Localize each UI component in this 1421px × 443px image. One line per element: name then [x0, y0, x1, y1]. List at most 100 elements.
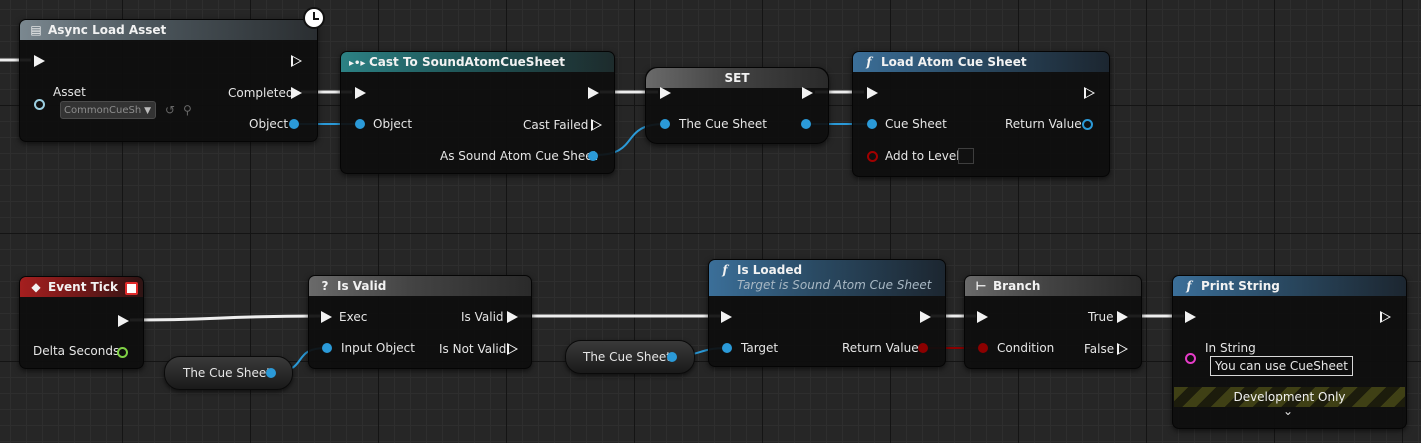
asset-picker-value: CommonCueSh	[64, 105, 142, 116]
in-string-pin[interactable]	[1185, 353, 1196, 364]
node-header: f Print String	[1173, 276, 1406, 296]
asset-pin[interactable]	[34, 99, 45, 110]
node-header: SET	[646, 68, 828, 88]
node-header: ?Is Valid	[309, 276, 531, 296]
in-string-field[interactable]: You can use CueSheet	[1210, 356, 1353, 376]
add-to-level-checkbox[interactable]	[958, 148, 974, 164]
node-header: ⊢ Branch	[965, 276, 1141, 296]
condition-label: Condition	[997, 341, 1055, 355]
input-object-label: Input Object	[341, 341, 415, 355]
cast-failed-pin[interactable]	[591, 119, 602, 131]
load-atom-cue-sheet-node[interactable]: f Load Atom Cue Sheet Cue Sheet Return Va…	[852, 51, 1110, 177]
print-string-node[interactable]: f Print String In String You can use CueS…	[1172, 275, 1407, 429]
as-out-pin[interactable]	[588, 151, 598, 161]
asset-picker[interactable]: CommonCueSh ▼	[60, 101, 156, 119]
input-object-pin[interactable]	[322, 343, 332, 353]
true-exec-pin[interactable]	[1117, 311, 1128, 323]
function-icon: f	[1186, 279, 1192, 293]
condition-pin[interactable]	[978, 343, 988, 353]
return-value-pin[interactable]	[1082, 119, 1093, 130]
browse-search-icon[interactable]: ⚲	[183, 103, 192, 117]
node-title: Print String	[1201, 279, 1280, 293]
exec-out-pin[interactable]	[588, 87, 599, 99]
var-label: The Cue Sheet	[679, 117, 768, 131]
latent-clock-icon	[303, 7, 325, 29]
target-label: Target	[741, 341, 779, 355]
development-only-label: Development Only	[1233, 390, 1346, 404]
is-not-valid-label: Is Not Valid	[439, 342, 507, 356]
return-value-label: Return Value	[1005, 117, 1082, 131]
delta-seconds-label: Delta Seconds	[33, 344, 120, 358]
getter-out-pin[interactable]	[667, 352, 677, 362]
cue-sheet-in-pin[interactable]	[867, 119, 877, 129]
chevron-down-icon[interactable]: ⌄	[1283, 404, 1294, 418]
the-cue-sheet-getter[interactable]: The Cue Sheet	[565, 340, 695, 374]
exec-out-pin[interactable]	[1380, 311, 1391, 323]
node-title: Is Valid	[337, 279, 387, 293]
getter-out-pin[interactable]	[266, 368, 276, 378]
exec-in-pin[interactable]	[355, 87, 366, 99]
getter-label: The Cue Sheet	[183, 366, 272, 380]
delta-seconds-pin[interactable]	[117, 347, 128, 358]
exec-out-pin[interactable]	[920, 311, 931, 323]
getter-label: The Cue Sheet	[583, 350, 672, 364]
exec-in-pin[interactable]	[867, 87, 878, 99]
completed-exec-pin[interactable]	[291, 87, 302, 99]
exec-in-pin[interactable]	[321, 311, 332, 323]
cast-node[interactable]: ▸•▸Cast To SoundAtomCueSheet Object Cast…	[340, 51, 615, 174]
exec-out-pin[interactable]	[291, 55, 302, 67]
node-title: Branch	[993, 279, 1041, 293]
cast-failed-label: Cast Failed	[523, 118, 589, 132]
event-tick-node[interactable]: ◆ Event Tick Delta Seconds	[19, 276, 144, 369]
exec-in-pin[interactable]	[34, 55, 45, 67]
is-valid-label: Is Valid	[461, 310, 504, 324]
object-out-pin[interactable]	[289, 119, 299, 129]
set-node[interactable]: SET The Cue Sheet	[645, 67, 829, 144]
node-title: Cast To SoundAtomCueSheet	[369, 55, 565, 69]
delegate-pin[interactable]	[125, 282, 138, 295]
branch-icon: ⊢	[975, 279, 987, 293]
false-exec-pin[interactable]	[1117, 343, 1128, 355]
exec-out-pin[interactable]	[802, 87, 813, 99]
return-value-label: Return Value	[842, 341, 919, 355]
is-not-valid-exec-pin[interactable]	[507, 343, 518, 355]
node-header: ◆ Event Tick	[20, 277, 143, 297]
as-label: As Sound Atom Cue Sheet	[440, 149, 598, 163]
development-only-banner: Development Only	[1174, 387, 1405, 407]
exec-in-pin[interactable]	[660, 87, 671, 99]
exec-out-pin[interactable]	[1084, 87, 1095, 99]
object-in-label: Object	[373, 117, 413, 131]
async-load-asset-node[interactable]: ▤Async Load Asset Asset CommonCueSh ▼ ↺ …	[19, 19, 318, 142]
exec-wire-tick-valid	[129, 314, 321, 322]
exec-out-pin[interactable]	[118, 315, 129, 327]
is-valid-exec-pin[interactable]	[507, 311, 518, 323]
node-subtitle: Target is Sound Atom Cue Sheet	[737, 278, 932, 292]
node-title: SET	[724, 71, 750, 85]
cue-sheet-label: Cue Sheet	[885, 117, 947, 131]
use-selected-arrow-icon[interactable]: ↺	[165, 103, 176, 117]
the-cue-sheet-getter[interactable]: The Cue Sheet	[164, 356, 293, 390]
node-header: ▤Async Load Asset	[20, 20, 317, 40]
node-title: Event Tick	[48, 280, 119, 294]
event-diamond-icon: ◆	[31, 280, 41, 294]
branch-node[interactable]: ⊢Branch True Condition False	[964, 275, 1142, 369]
value-in-pin[interactable]	[660, 119, 670, 129]
exec-in-pin[interactable]	[721, 311, 732, 323]
return-value-pin[interactable]	[918, 343, 928, 353]
target-pin[interactable]	[722, 343, 732, 353]
function-icon: f	[866, 55, 872, 69]
value-out-pin[interactable]	[801, 119, 811, 129]
node-header: ▸•▸Cast To SoundAtomCueSheet	[341, 52, 614, 72]
add-to-level-pin[interactable]	[867, 151, 878, 162]
exec-in-pin[interactable]	[1185, 311, 1196, 323]
exec-in-pin[interactable]	[977, 311, 988, 323]
chevron-down-icon: ▼	[144, 106, 151, 116]
in-string-label: In String	[1205, 341, 1256, 355]
node-title: Load Atom Cue Sheet	[881, 55, 1027, 69]
object-in-pin[interactable]	[355, 119, 365, 129]
true-label: True	[1088, 310, 1114, 324]
is-valid-node[interactable]: ?Is Valid Exec Is Valid Input Object Is …	[308, 275, 532, 369]
function-box-icon: ▤	[30, 23, 42, 37]
